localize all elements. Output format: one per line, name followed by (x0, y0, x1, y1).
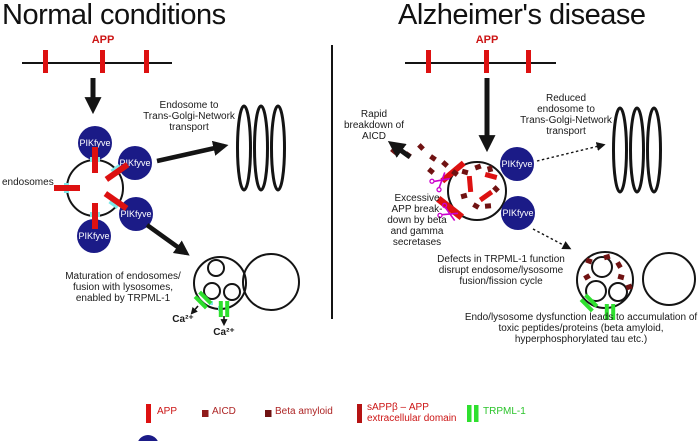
reduced-transport-text: Reduced endosome to Trans-Golgi-Network … (520, 93, 612, 137)
right-panel-title: Alzheimer's disease (398, 0, 646, 31)
intraluminal-vesicle (585, 280, 607, 302)
excessive-breakdown-text: Excessive APP break- down by beta and ga… (387, 193, 447, 248)
legend-trpml1-swatch (474, 405, 479, 422)
rapid-breakdown-text: Rapid breakdown of AICD (343, 109, 405, 142)
pikfyve-label: PIKfyve (119, 158, 150, 168)
app-protein-bar (100, 50, 105, 73)
calcium-label-2: Ca²⁺ (213, 327, 235, 338)
legend-beta-amyloid-swatch (265, 410, 272, 417)
calcium-release-arrow (190, 305, 199, 315)
right-plasma-membrane (405, 50, 556, 73)
legend-trpml1-label: TRPML-1 (483, 406, 526, 417)
defects-text: Defects in TRPML-1 function disrupt endo… (437, 254, 565, 287)
calcium-label-1: Ca²⁺ (172, 314, 194, 325)
app-label-left: APP (91, 34, 115, 46)
intraluminal-vesicle (223, 283, 241, 301)
legend-app-label: APP (157, 406, 178, 417)
lysosome-circle (642, 252, 696, 306)
dysfunctional-endolysosome (576, 251, 634, 309)
pikfyve-circles-right: PIKfyve PIKfyve (500, 147, 535, 230)
pikfyve-label: PIKfyve (120, 209, 151, 219)
app-protein-bar (144, 50, 149, 73)
trpml1-channel (193, 290, 230, 317)
app-in-endosome-bars (54, 147, 130, 229)
reduced-transport-arrow (536, 142, 606, 162)
beta-amyloid-fragments (460, 163, 500, 210)
left-plasma-membrane (22, 50, 172, 73)
endosomes-label: endosomes (2, 177, 54, 188)
app-protein-bar (484, 50, 489, 73)
maturation-text: Maturation of endosomes/ fusion with lys… (65, 271, 181, 304)
accumulated-beta-amyloid (583, 253, 633, 291)
secretase-scissors-icon (429, 172, 459, 222)
app-protein-bar (426, 50, 431, 73)
app-label-right: APP (475, 34, 499, 46)
trpml1-channel (579, 293, 616, 320)
intraluminal-vesicle (203, 282, 221, 300)
pikfyve-label: PIKfyve (501, 159, 532, 169)
legend-sappb-label: sAPPβ – APP extracellular domain (367, 402, 457, 424)
intraluminal-vesicle (591, 256, 613, 278)
left-panel-title: Normal conditions (2, 0, 226, 31)
legend-swatches (138, 404, 479, 441)
pikfyve-label: PIKfyve (502, 208, 533, 218)
legend-beta-amyloid-label: Beta amyloid (275, 406, 333, 417)
legend-aicd-swatch (202, 410, 209, 417)
endolysosome-fusion (193, 253, 300, 311)
app-protein-bar (43, 50, 48, 73)
defect-arrow (532, 228, 572, 250)
pikfyve-label: PIKfyve (79, 138, 110, 148)
intraluminal-vesicle (207, 259, 225, 277)
golgi-right (612, 106, 662, 194)
endosome-to-golgi-arrow (156, 140, 229, 164)
legend-trpml1-swatch (467, 405, 472, 422)
legend-pikfyve-swatch-partial (138, 435, 158, 441)
golgi-left (236, 104, 286, 192)
maturation-arrow (145, 223, 190, 256)
app-protein-bar (526, 50, 531, 73)
dysfunction-text: Endo/lysosome dysfunction leads to accum… (464, 312, 698, 345)
legend-app-swatch (146, 404, 151, 423)
intraluminal-vesicle (608, 282, 628, 302)
golgi-transport-text: Endosome to Trans-Golgi-Network transpor… (143, 100, 235, 133)
pikfyve-label: PIKfyve (78, 231, 109, 241)
legend-aicd-label: AICD (212, 406, 236, 417)
aicd-breakdown-arrow (387, 141, 412, 160)
legend-sappb-swatch (357, 404, 362, 423)
